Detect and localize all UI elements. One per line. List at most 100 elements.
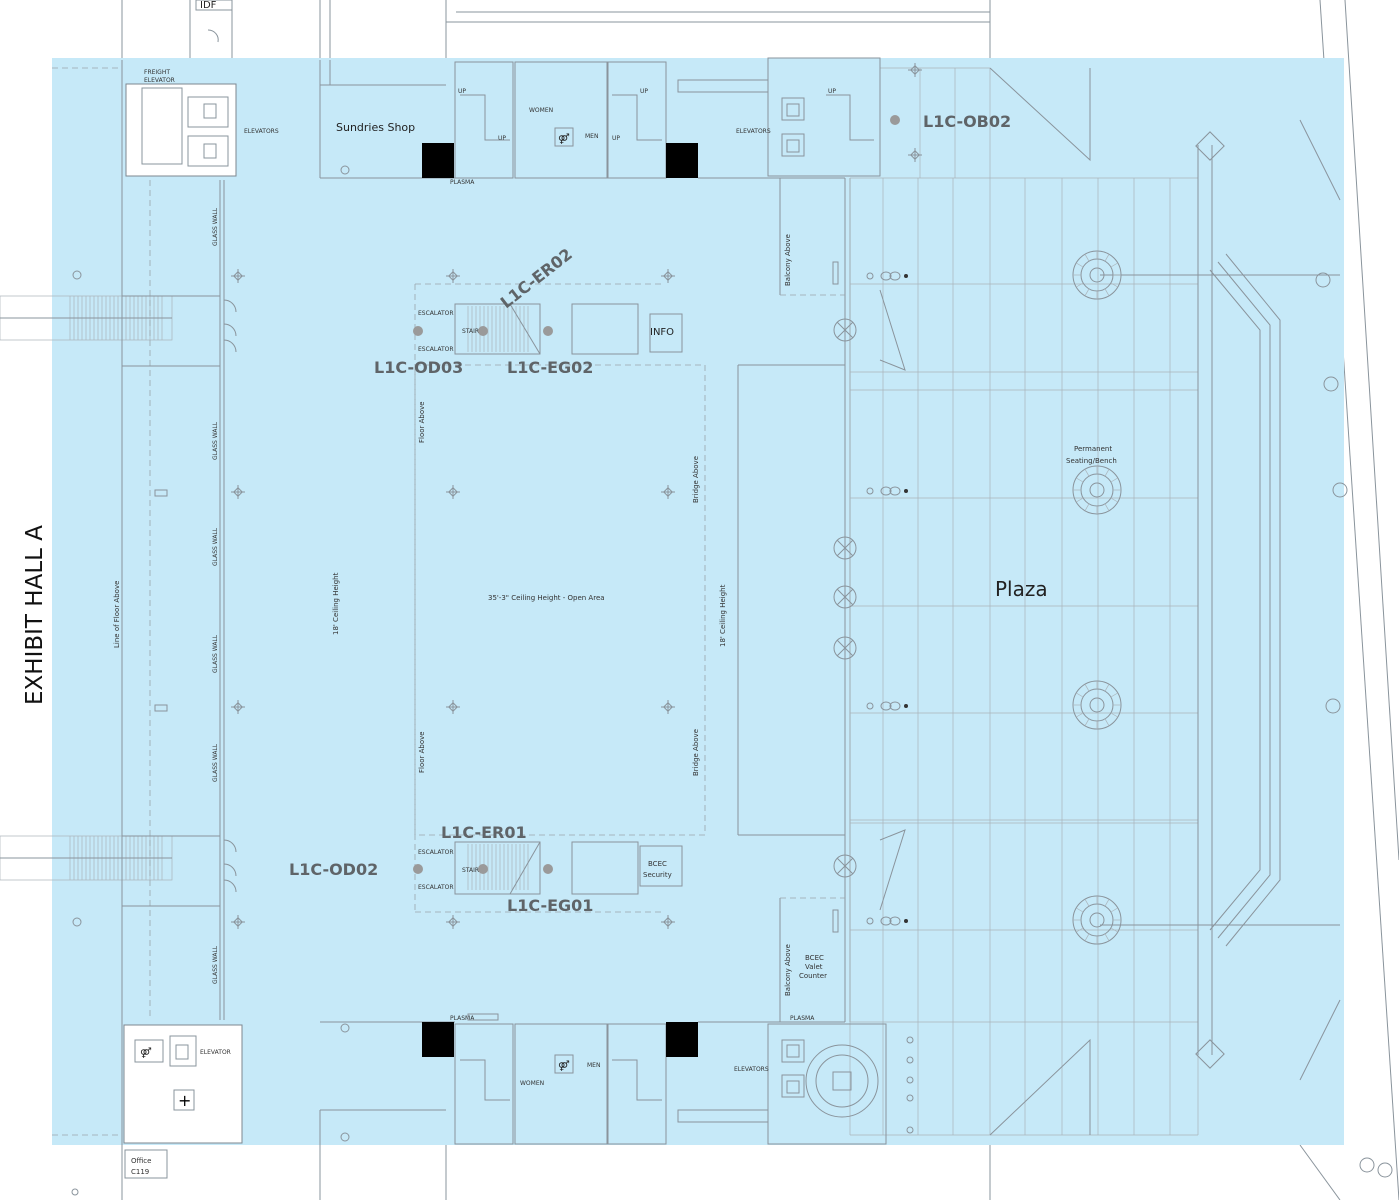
seating-segment	[1076, 692, 1084, 698]
column-diamond	[448, 271, 458, 281]
plaza-label: Plaza	[995, 577, 1048, 601]
seating-segment	[1104, 684, 1110, 692]
balcony-above-label-1: Balcony Above	[784, 234, 792, 286]
top-escalator-block: ESCALATOR STAIR ESCALATOR INFO	[418, 303, 683, 355]
stair-up-5: UP	[828, 88, 836, 95]
fixture-dot	[904, 704, 908, 708]
plaza-fixtures	[866, 271, 908, 926]
marker-L1C-OD03[interactable]: L1C-OD03	[374, 326, 463, 377]
seating-segment	[1104, 469, 1110, 477]
bottom-escalator-block: ESCALATOR STAIR ESCALATOR BCEC Security	[418, 841, 683, 895]
stair-up-2: UP	[498, 135, 506, 142]
marker-L1C-OD02[interactable]: L1C-OD02	[289, 860, 423, 879]
revolving-doors	[833, 318, 857, 878]
fixture-ellipse	[889, 701, 901, 711]
seating-segment	[1110, 282, 1118, 288]
bridge-above-label-1: Bridge Above	[692, 456, 700, 503]
seating-core	[1089, 697, 1105, 713]
glass-wall-label-2: GLASS WALL	[212, 421, 219, 460]
seating-segment	[1110, 692, 1118, 698]
seating-segment	[1076, 282, 1084, 288]
escalator-label-3: ESCALATOR	[418, 849, 454, 856]
seating-segment	[1110, 907, 1118, 913]
fixture-ellipse	[880, 271, 892, 281]
column-black-tr	[666, 143, 698, 178]
exhibit-hall-a-label: EXHIBIT HALL A	[22, 525, 48, 705]
bottom-right-elevator-block: ELEVATORS PLASMA	[734, 1015, 914, 1145]
seating-segment	[1104, 254, 1110, 262]
floor-above-label-2: Floor Above	[418, 731, 426, 773]
column-markers	[231, 63, 922, 929]
glass-wall-label-4: GLASS WALL	[212, 634, 219, 673]
fixture-circle	[866, 702, 874, 710]
fixture-ellipse	[889, 916, 901, 926]
seating-segment	[1104, 899, 1110, 907]
fixture-ellipse	[880, 916, 892, 926]
office-label-line1: Office	[131, 1157, 151, 1165]
escalator-label-4: ESCALATOR	[418, 884, 454, 891]
seating-segment	[1084, 684, 1090, 692]
seating-segment	[1084, 503, 1090, 511]
seating-segment	[1110, 262, 1118, 268]
valet-counter-line1: BCEC	[805, 954, 824, 962]
freight-elevator-block: FREIGHT ELEVATOR ELEVATORS IDF	[125, 0, 279, 177]
seating-segment	[1084, 933, 1090, 941]
stair-up-1: UP	[458, 88, 466, 95]
column-black-bl	[422, 1022, 454, 1057]
column-diamond	[233, 487, 243, 497]
fixture-dot	[904, 489, 908, 493]
glass-wall-label-3: GLASS WALL	[212, 527, 219, 566]
left-escalators	[0, 295, 173, 881]
column-diamond	[663, 702, 673, 712]
fixture-dot	[904, 919, 908, 923]
stair-up-3: UP	[640, 88, 648, 95]
seating-segment	[1110, 477, 1118, 483]
column-black-br	[666, 1022, 698, 1057]
revolving-door	[833, 636, 857, 660]
revolving-door-blade	[836, 539, 854, 557]
men-label-top: MEN	[585, 133, 598, 140]
restroom-icon: ⚤	[140, 1047, 152, 1059]
fixture-ellipse	[880, 486, 892, 496]
marker-dot-L1C-OD03	[413, 326, 423, 336]
fixture-ellipse	[889, 486, 901, 496]
open-area-label: 35'-3" Ceiling Height - Open Area	[488, 594, 605, 602]
line-of-floor-above-label: Line of Floor Above	[113, 581, 121, 648]
seating-segment	[1110, 927, 1118, 933]
seating-segment	[1104, 933, 1110, 941]
seating-segment	[1076, 907, 1084, 913]
marker-L1C-EG01[interactable]: L1C-EG01	[507, 864, 593, 915]
women-label-top: WOMEN	[529, 107, 553, 114]
revolving-door	[833, 318, 857, 342]
marker-label-L1C-EG01: L1C-EG01	[507, 896, 593, 915]
permanent-seating-line1: Permanent	[1074, 445, 1112, 453]
permanent-seating-benches	[1072, 250, 1122, 945]
floor-above-label-1: Floor Above	[418, 401, 426, 443]
fixture-dot	[904, 274, 908, 278]
marker-L1C-OB02[interactable]: L1C-OB02	[890, 112, 1011, 131]
seating-core	[1089, 482, 1105, 498]
fixture-circle	[866, 272, 874, 280]
column-diamond	[663, 271, 673, 281]
seating-segment	[1104, 503, 1110, 511]
highlighted-zone	[52, 58, 1344, 1145]
marker-label-L1C-EG02: L1C-EG02	[507, 358, 593, 377]
column-diamond	[663, 487, 673, 497]
bcec-security-line1: BCEC	[648, 860, 667, 868]
marker-L1C-EG02[interactable]: L1C-EG02	[507, 326, 593, 377]
column-diamond	[233, 917, 243, 927]
freight-elevator-label-2: ELEVATOR	[144, 77, 175, 84]
women-label-bottom: WOMEN	[520, 1080, 544, 1087]
interior-lines	[52, 60, 851, 1145]
valet-counter-line2: Valet	[805, 963, 823, 971]
seating-core	[1089, 267, 1105, 283]
fixture-ellipse	[889, 271, 901, 281]
revolving-door	[833, 585, 857, 609]
top-stair-restroom-block: ⚤ UP UP UP UP WOMEN MEN PLASMA	[422, 61, 769, 186]
marker-L1C-ER01[interactable]: L1C-ER01	[441, 823, 527, 874]
fixture-circle	[866, 487, 874, 495]
restroom-icon-bottom: ⚤	[558, 1060, 570, 1072]
permanent-seating-line2: Seating/Bench	[1066, 457, 1117, 465]
glass-wall-label-5: GLASS WALL	[212, 743, 219, 782]
